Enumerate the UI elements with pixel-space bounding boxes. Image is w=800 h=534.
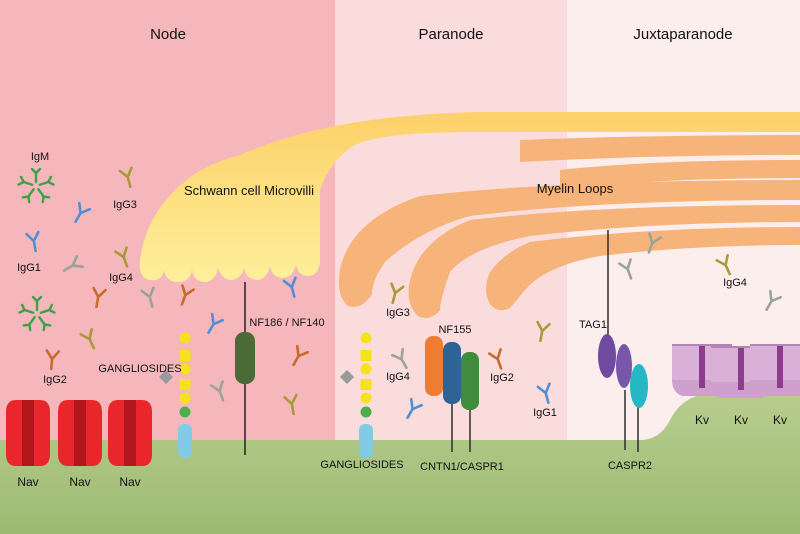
igg4-node-label: IgG4 bbox=[109, 272, 133, 284]
igg3-node-label: IgG3 bbox=[113, 199, 137, 211]
myelin-loops bbox=[339, 135, 800, 318]
axon-membrane bbox=[0, 395, 800, 534]
cntn-caspr1-label: CNTN1/CASPR1 bbox=[420, 461, 504, 473]
nav-channel bbox=[6, 400, 50, 466]
region-label-juxtaparanode: Juxtaparanode bbox=[633, 26, 732, 43]
igg1-paranode-label: IgG1 bbox=[533, 407, 557, 419]
gangliosides-node-label: GANGLIOSIDES bbox=[98, 363, 181, 375]
tag1-domain bbox=[598, 334, 616, 378]
nav-label: Nav bbox=[69, 475, 90, 489]
nav-label: Nav bbox=[17, 475, 38, 489]
nav-channel bbox=[108, 400, 152, 466]
igg1-node-label: IgG1 bbox=[17, 262, 41, 274]
schwann-label: Schwann cell Microvilli bbox=[184, 183, 314, 198]
igg2-node-label: IgG2 bbox=[43, 374, 67, 386]
caspr2-label: CASPR2 bbox=[608, 460, 652, 472]
igg4-paranode-label: IgG4 bbox=[386, 371, 410, 383]
igg3-paranode-label: IgG3 bbox=[386, 307, 410, 319]
kv-label: Kv bbox=[695, 413, 709, 427]
nav-label: Nav bbox=[119, 475, 140, 489]
kv-label: Kv bbox=[773, 413, 787, 427]
region-label-paranode: Paranode bbox=[418, 26, 483, 43]
kv-channel bbox=[750, 344, 800, 396]
nf155-label: NF155 bbox=[438, 324, 471, 336]
cntn1-protein bbox=[443, 342, 461, 404]
caspr1-protein bbox=[461, 352, 479, 410]
caspr2-protein bbox=[630, 364, 648, 408]
igg4-jxp-label: IgG4 bbox=[723, 277, 747, 289]
nf186-label: NF186 / NF140 bbox=[249, 317, 324, 329]
myelin-label: Myelin Loops bbox=[537, 181, 614, 196]
tag1-domain bbox=[616, 344, 632, 388]
tag1-label: TAG1 bbox=[579, 319, 607, 331]
nf186-protein bbox=[235, 332, 255, 384]
igg2-paranode-label: IgG2 bbox=[490, 372, 514, 384]
kv-label: Kv bbox=[734, 413, 748, 427]
gangliosides-paranode-label: GANGLIOSIDES bbox=[320, 459, 403, 471]
nav-channel bbox=[58, 400, 102, 466]
schwann-cell-microvilli bbox=[139, 112, 800, 282]
nf155-protein bbox=[425, 336, 443, 396]
region-label-node: Node bbox=[150, 26, 186, 43]
igm-label: IgM bbox=[31, 151, 49, 163]
